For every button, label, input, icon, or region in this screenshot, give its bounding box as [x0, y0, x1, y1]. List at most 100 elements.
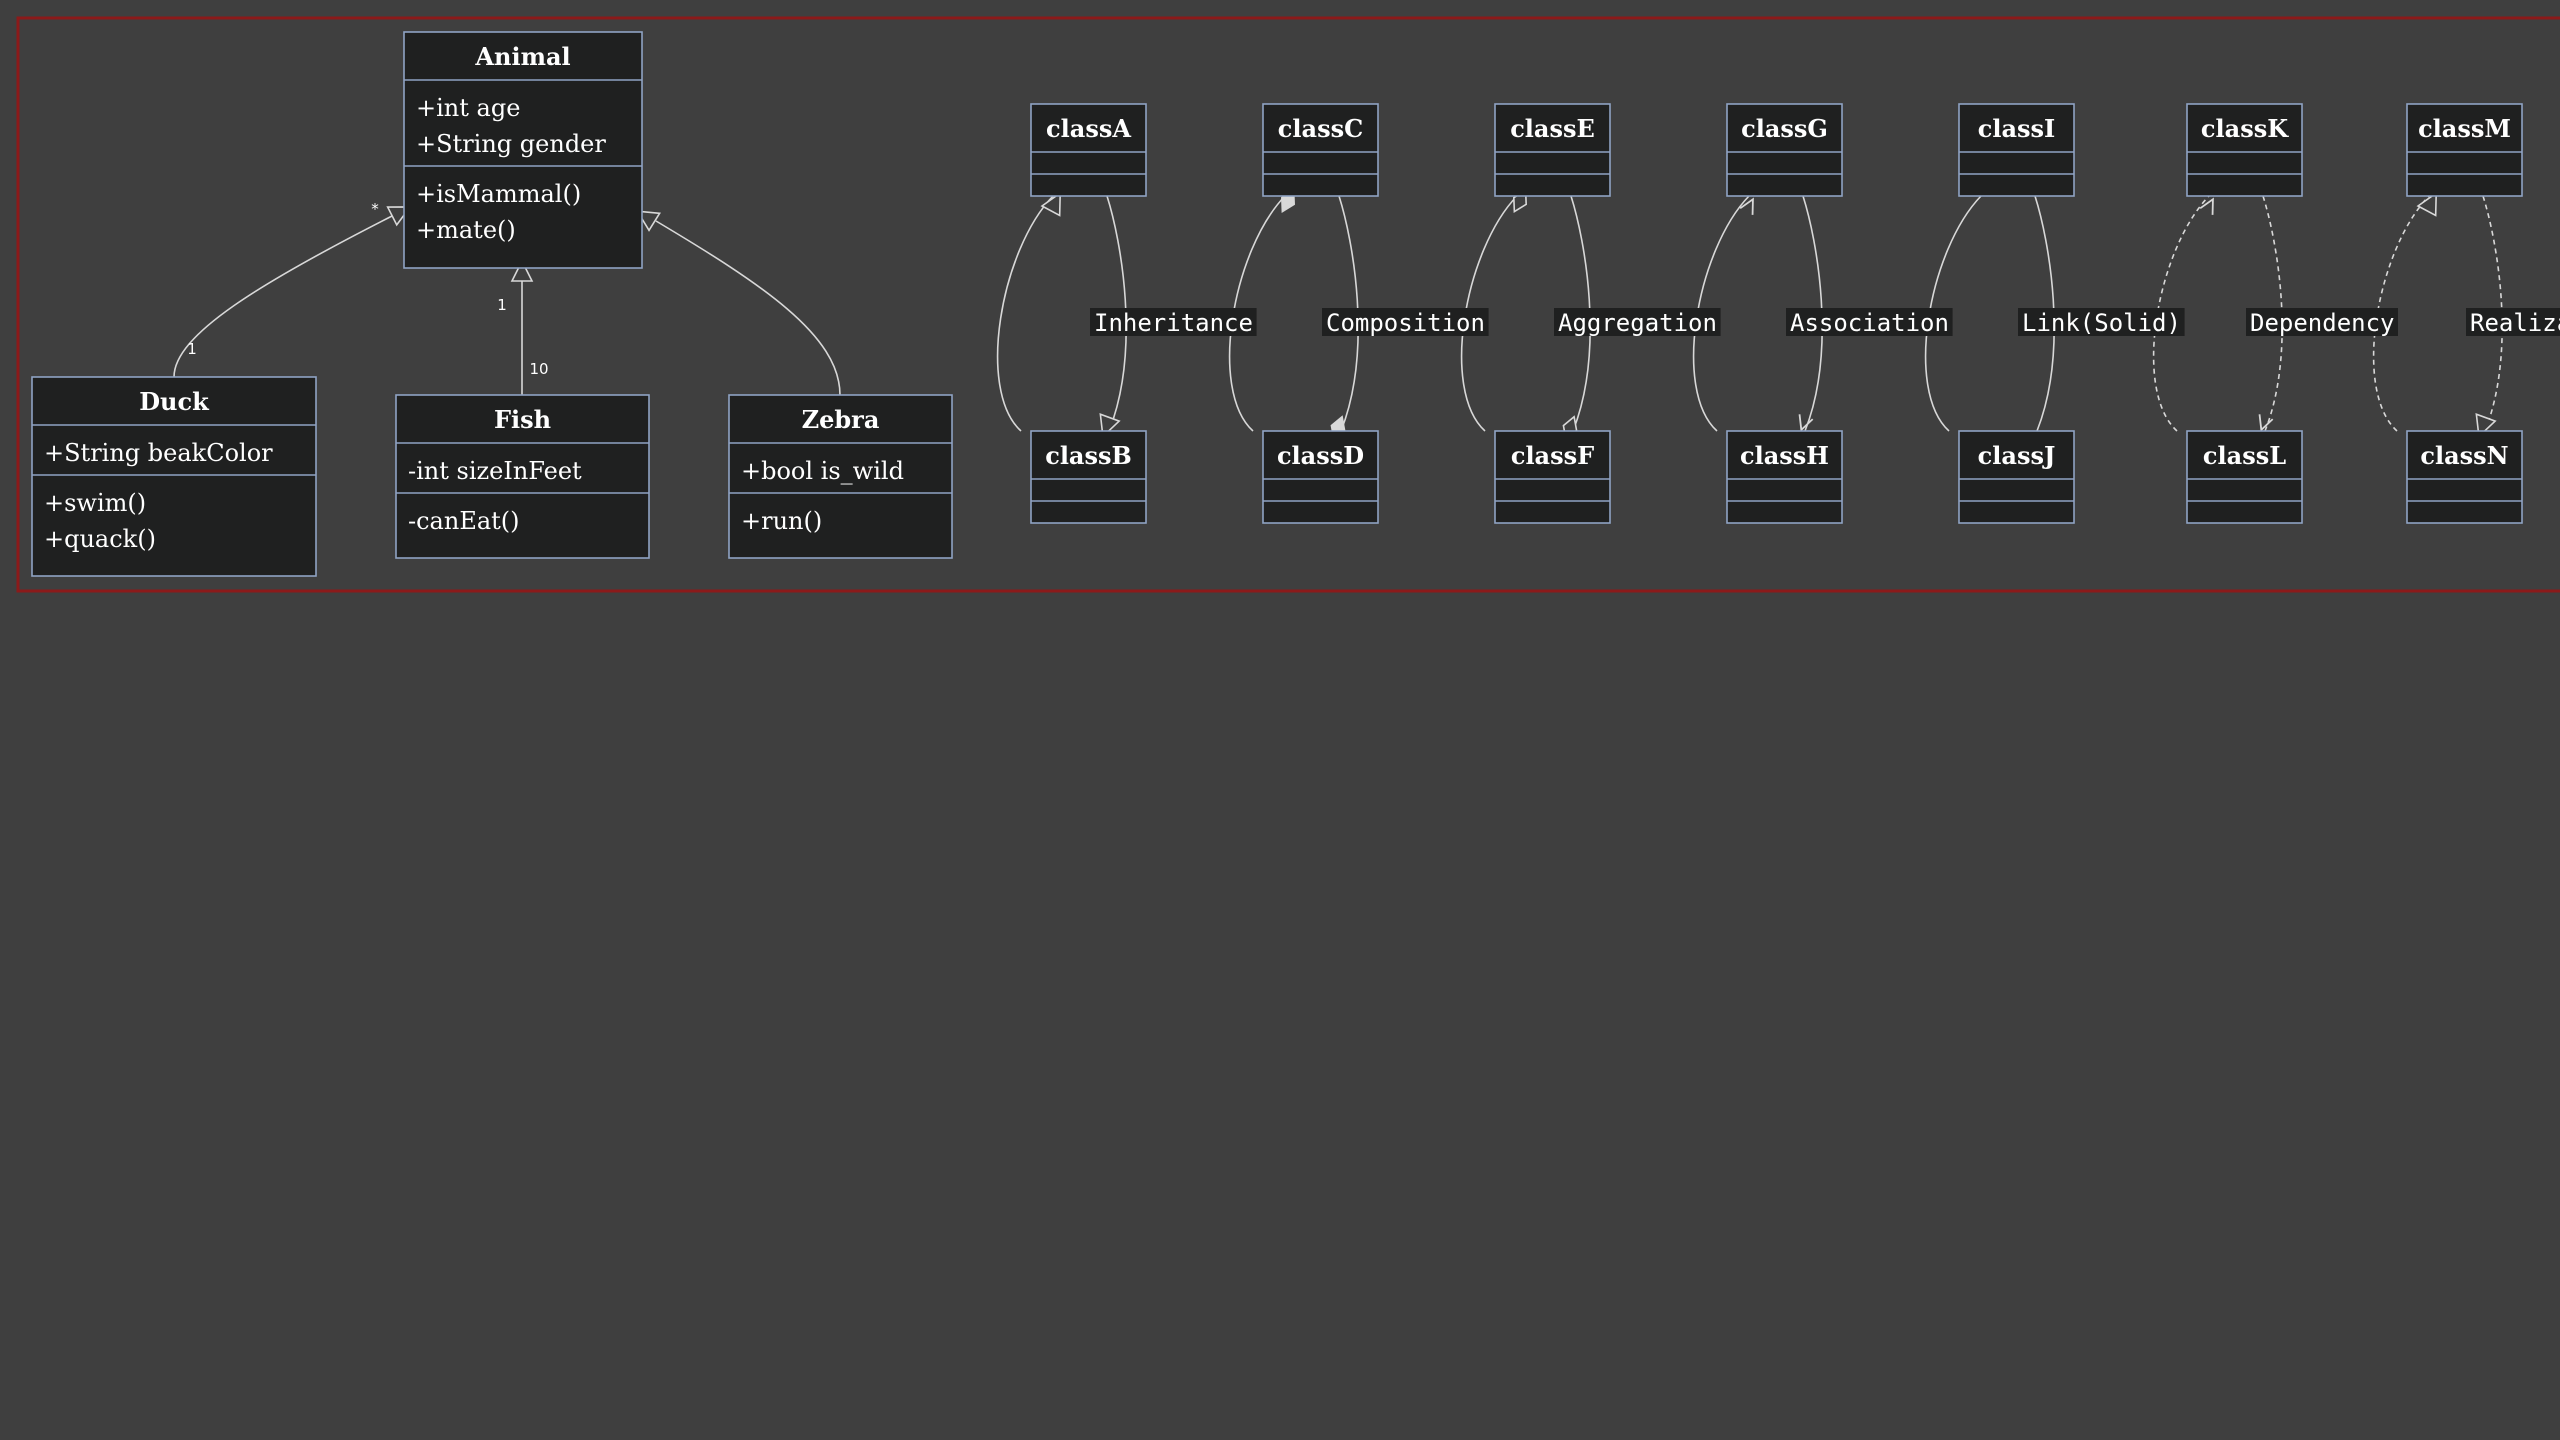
- class-name: classF: [1511, 441, 1594, 470]
- class-attribute: +String gender: [416, 130, 606, 158]
- relation-class-a-class-b[interactable]: [996, 188, 1127, 440]
- class-animal[interactable]: Animal+int age+String gender+isMammal()+…: [403, 31, 643, 269]
- class-box: [1262, 103, 1379, 197]
- class-method: +run(): [741, 507, 822, 535]
- multiplicity-label: 1: [187, 340, 197, 358]
- relation-label: Dependency: [2250, 309, 2395, 337]
- relation-label: Composition: [1326, 309, 1485, 337]
- relation-label-bg: [1554, 308, 1721, 336]
- class-method: +quack(): [44, 525, 156, 553]
- relation-line: [655, 220, 841, 396]
- triangle-marker: [1040, 191, 1062, 217]
- relation-label: Link(Solid): [2022, 309, 2181, 337]
- open-arrow-marker: [2199, 197, 2214, 215]
- class-box: [1726, 430, 1843, 524]
- open-arrow-marker: [2258, 414, 2274, 432]
- relation-label-bg: [1322, 308, 1489, 336]
- class-name: Animal: [474, 42, 570, 71]
- triangle-marker: [2416, 191, 2438, 217]
- relation-line: [173, 214, 395, 378]
- class-class-k[interactable]: classK: [2186, 103, 2303, 197]
- relation-line: [2262, 195, 2283, 432]
- class-name: classA: [1046, 114, 1131, 143]
- class-class-g[interactable]: classG: [1726, 103, 1843, 197]
- relation-line: [2034, 195, 2055, 432]
- relation-line: [996, 195, 1054, 432]
- class-class-h[interactable]: classH: [1726, 430, 1843, 524]
- class-zebra[interactable]: Zebra +bool is_wild +run(): [728, 394, 953, 559]
- class-class-m[interactable]: classM: [2406, 103, 2523, 197]
- class-class-f[interactable]: classF: [1494, 430, 1611, 524]
- relation-fish-animal[interactable]: [510, 259, 534, 395]
- class-box: [1030, 103, 1147, 197]
- class-class-b[interactable]: classB: [1030, 430, 1147, 524]
- relation-line: [2482, 195, 2503, 432]
- class-attribute: -int sizeInFeet: [408, 457, 582, 485]
- class-class-d[interactable]: classD: [1262, 430, 1379, 524]
- class-name: classL: [2203, 441, 2286, 470]
- relation-label-bg: [1786, 308, 1953, 336]
- class-class-a[interactable]: classA: [1030, 103, 1147, 197]
- open-arrow-marker: [1798, 414, 1814, 432]
- classes-layer: Animal+int age+String gender+isMammal()+…: [31, 31, 2523, 577]
- class-attribute: +bool is_wild: [741, 457, 904, 485]
- class-name: classI: [1978, 114, 2056, 143]
- class-method: -canEat(): [408, 507, 520, 535]
- relation-label-bg: [1090, 308, 1257, 336]
- class-method: +swim(): [44, 489, 146, 517]
- class-class-l[interactable]: classL: [2186, 430, 2303, 524]
- class-box: [728, 394, 953, 559]
- class-box: [2186, 430, 2303, 524]
- class-box: [31, 376, 317, 577]
- class-fish[interactable]: Fish -int sizeInFeet -canEat(): [395, 394, 650, 559]
- relation-label-bg: [2018, 308, 2185, 336]
- class-name: classG: [1741, 114, 1828, 143]
- class-class-j[interactable]: classJ: [1958, 430, 2075, 524]
- relation-line: [1802, 195, 1823, 432]
- class-box: [1726, 103, 1843, 197]
- class-name: classJ: [1978, 441, 2056, 470]
- class-box: [1958, 103, 2075, 197]
- class-box: [1030, 430, 1147, 524]
- relation-line: [1570, 195, 1591, 432]
- class-box: [1262, 430, 1379, 524]
- relation-line: [1106, 195, 1127, 432]
- relation-label-bg: [2246, 308, 2398, 336]
- open-arrow-marker: [1739, 197, 1754, 215]
- class-name: classC: [1278, 114, 1363, 143]
- class-duck[interactable]: Duck+String beakColor+swim()+quack(): [31, 376, 317, 577]
- relation-line: [1338, 195, 1359, 432]
- class-attribute: +int age: [416, 94, 520, 122]
- relation-label-bg: [2466, 308, 2560, 336]
- class-class-e[interactable]: classE: [1494, 103, 1611, 197]
- class-class-i[interactable]: classI: [1958, 103, 2075, 197]
- class-name: classK: [2201, 114, 2289, 143]
- class-box: [2406, 430, 2523, 524]
- relation-label: Realization: [2470, 309, 2560, 337]
- class-box: [2406, 103, 2523, 197]
- relation-label: Aggregation: [1558, 309, 1717, 337]
- class-name: classN: [2420, 441, 2508, 470]
- relation-duck-animal[interactable]: [173, 198, 415, 378]
- relation-label: Association: [1790, 309, 1949, 337]
- multiplicity-label: *: [371, 200, 379, 218]
- relation-zebra-animal[interactable]: [632, 203, 841, 396]
- class-name: Zebra: [802, 405, 880, 434]
- class-box: [403, 31, 643, 269]
- multiplicity-label: 1: [497, 296, 507, 314]
- triangle-marker: [510, 259, 534, 282]
- class-box: [2186, 103, 2303, 197]
- class-name: classE: [1510, 114, 1595, 143]
- class-name: classB: [1045, 441, 1132, 470]
- class-box: [1494, 103, 1611, 197]
- class-name: Fish: [494, 405, 551, 434]
- class-class-c[interactable]: classC: [1262, 103, 1379, 197]
- triangle-marker: [635, 210, 661, 232]
- multiplicity-label: 10: [529, 360, 548, 378]
- diagram-frame: [16, 16, 2560, 593]
- class-class-n[interactable]: classN: [2406, 430, 2523, 524]
- class-name: classM: [2418, 114, 2511, 143]
- class-name: Duck: [139, 387, 210, 416]
